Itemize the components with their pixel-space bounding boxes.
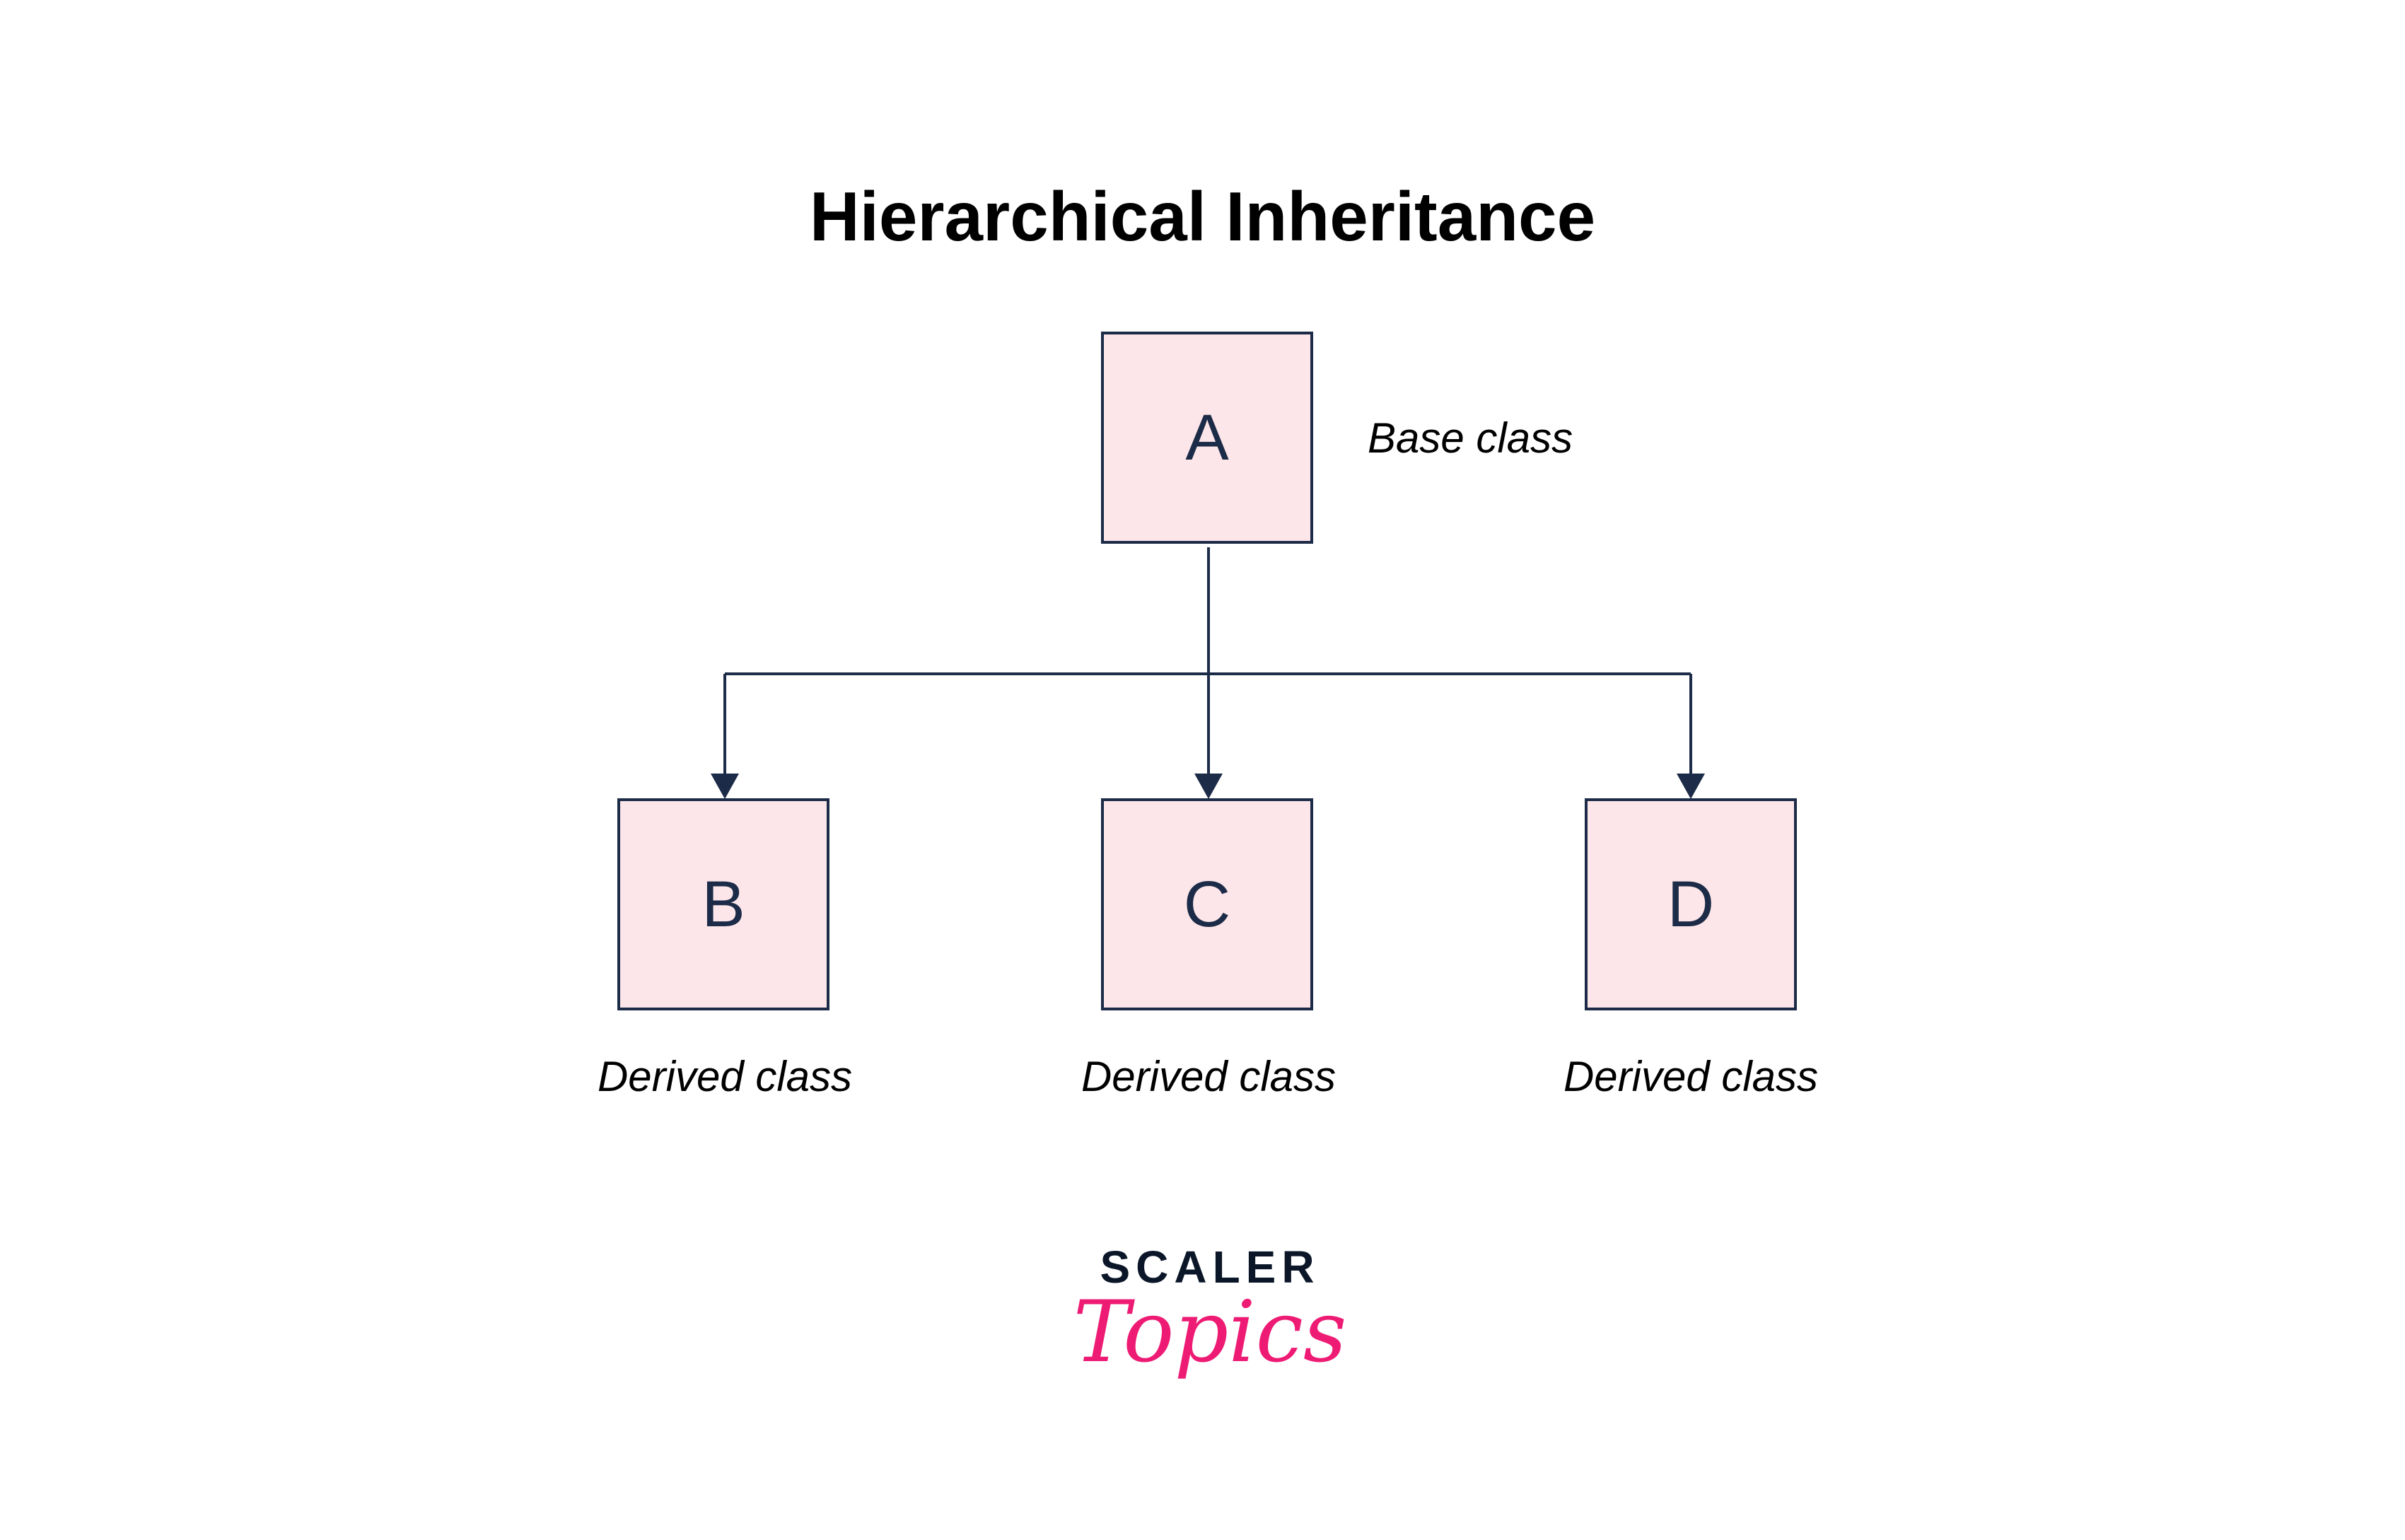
derived-class-label-d: Derived class [1563,1053,1819,1100]
class-c-letter: C [1183,868,1231,940]
diagram-title: Hierarchical Inheritance [809,177,1596,255]
logo-scaler-text: SCALER [1100,1242,1320,1293]
class-box-d: D [1585,798,1797,1010]
derived-class-label-b: Derived class [597,1053,853,1100]
arrowhead-c [1194,774,1223,799]
class-box-b: B [617,798,829,1010]
class-b-letter: B [701,868,745,940]
arrowhead-b [711,774,739,799]
class-a-letter: A [1185,401,1229,474]
arrowhead-d [1677,774,1705,799]
class-d-letter: D [1667,868,1715,940]
base-class-label: Base class [1368,414,1573,462]
class-box-a: A [1101,332,1313,544]
derived-class-label-c: Derived class [1081,1053,1337,1100]
logo-topics-text: Topics [1073,1283,1347,1382]
class-box-c: C [1101,798,1313,1010]
